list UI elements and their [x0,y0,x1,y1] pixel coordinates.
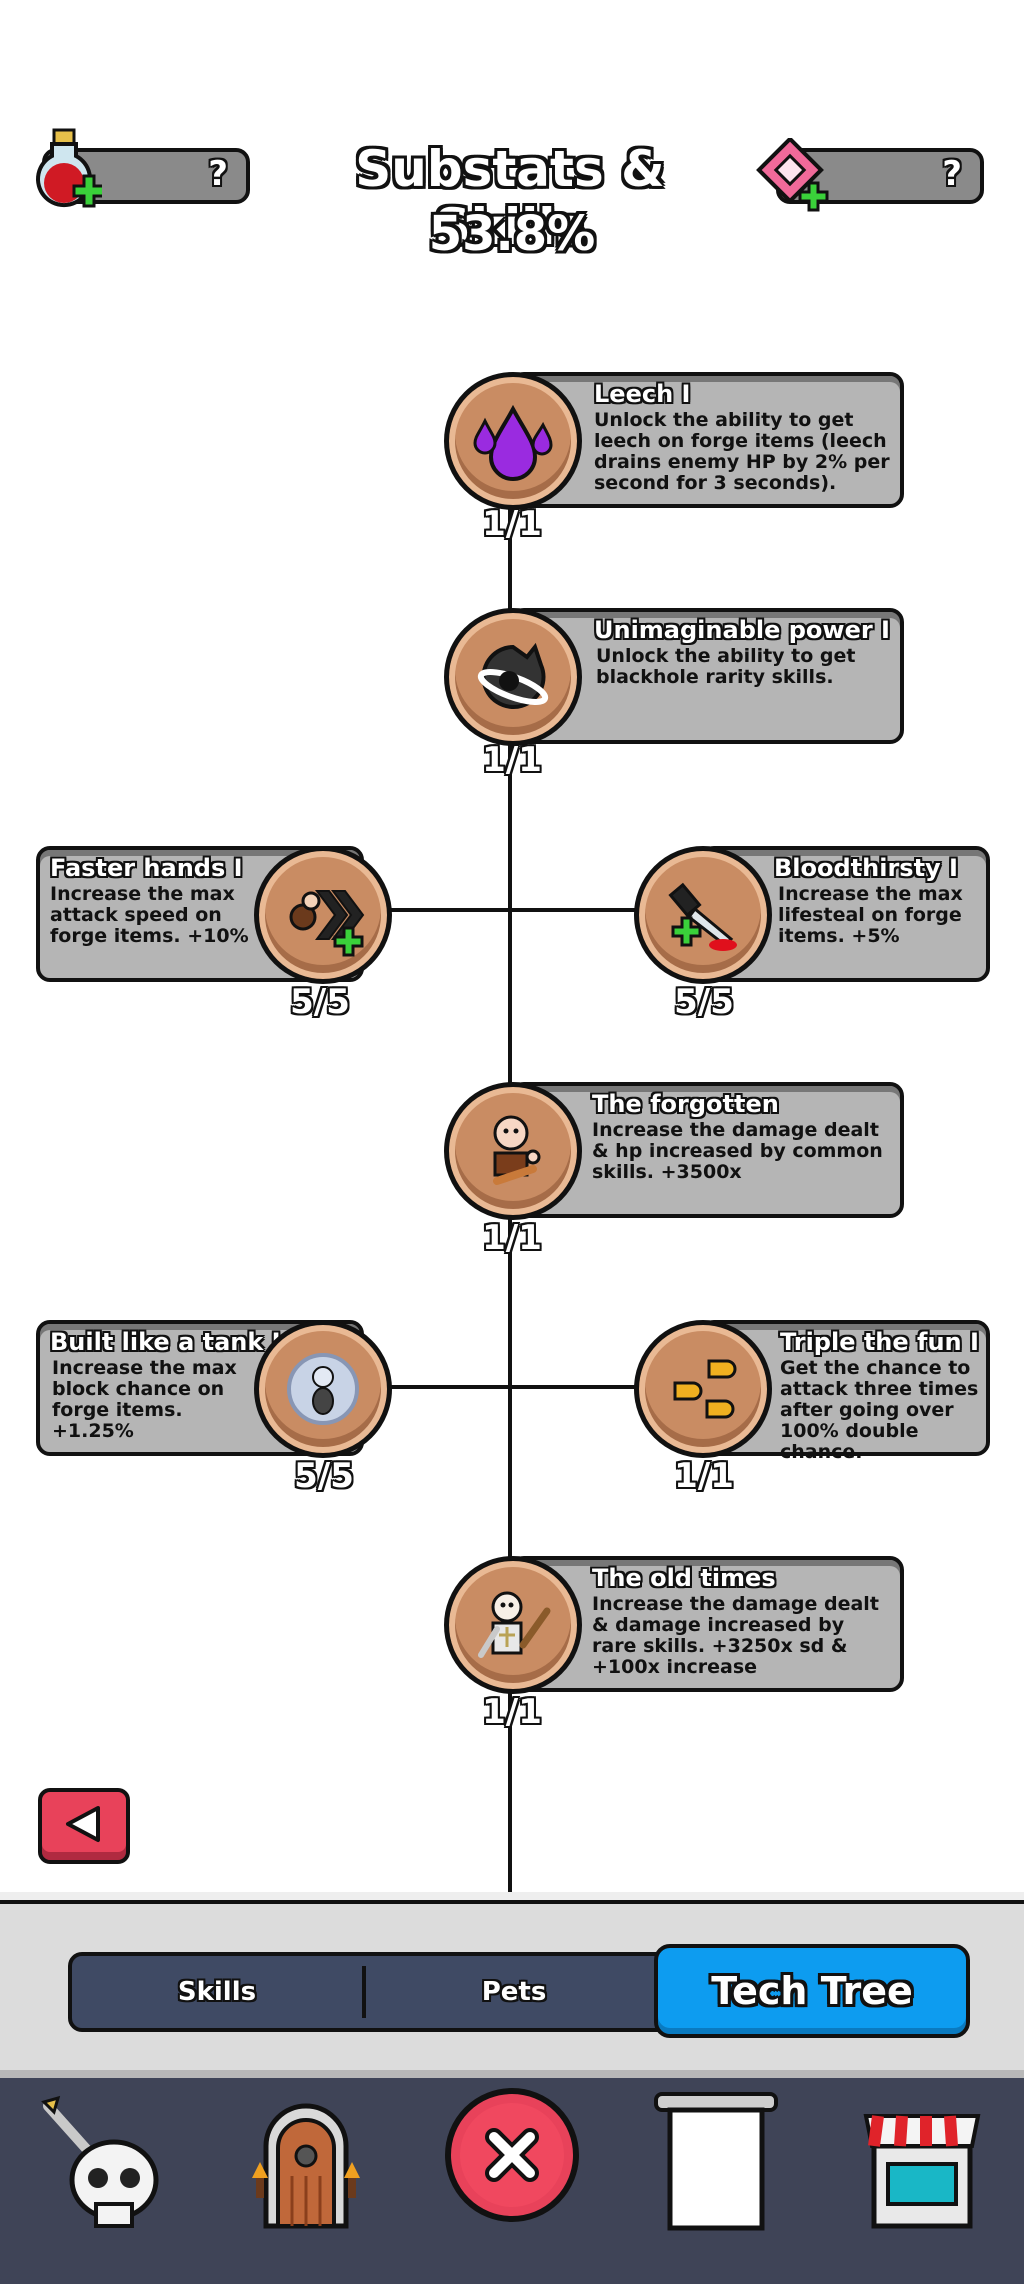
currency-left-value: ? [208,154,228,194]
progress-percent: 53.8% [428,206,596,262]
skill-card-unimaginable-power[interactable]: Unimaginable power I Unlock the ability … [510,608,904,744]
nav-close-button[interactable] [442,2080,582,2230]
skill-desc: Increase the max lifesteal on forge item… [778,883,963,947]
leech-drops-icon [473,404,553,481]
skill-node-the-forgotten[interactable] [444,1082,582,1220]
skill-desc: Get the chance to attack three times aft… [780,1357,979,1463]
skill-node-leech[interactable] [444,372,582,510]
back-button[interactable] [38,1788,130,1864]
skill-desc: Increase the max block chance on forge i… [52,1357,237,1442]
skill-node-faster-hands[interactable] [254,846,392,984]
skill-node-bloodthirsty[interactable] [634,846,772,984]
skill-desc: Unlock the ability to get blackhole rari… [596,645,856,688]
nav-scroll-banner[interactable] [646,2086,786,2236]
close-icon [445,2088,579,2222]
bullets-icon [673,1359,737,1419]
tab-tech-tree-label: Tech Tree [711,1969,913,2013]
skill-desc: Unlock the ability to get leech on forge… [594,409,890,494]
skill-count: 1/1 [482,1692,542,1732]
knight-gun-icon [478,1591,551,1658]
skill-count: 1/1 [674,1456,734,1496]
blackhole-icon [477,642,549,709]
skill-count: 1/1 [482,740,542,780]
skill-count: 5/5 [290,982,350,1022]
currency-right-value: ? [942,154,962,194]
skill-count: 1/1 [482,504,542,544]
skill-count: 1/1 [482,1218,542,1258]
skill-title: Built like a tank I [50,1328,281,1356]
caveman-icon [493,1115,541,1185]
bloody-knife-icon [668,882,737,951]
skill-title: The old times [592,1564,776,1592]
nav-skull-dagger[interactable] [34,2086,174,2236]
gem-icon [756,138,829,212]
skill-node-unimaginable-power[interactable] [444,608,582,746]
skill-count: 5/5 [294,1456,354,1496]
nav-dungeon-door[interactable] [236,2086,376,2236]
tab-tech-tree[interactable]: Tech Tree [654,1944,970,2038]
shield-bubble-icon [287,1353,359,1425]
nav-shop[interactable] [852,2086,992,2236]
speed-arrows-icon [289,890,365,957]
potion-icon [36,128,102,208]
tab-separator [362,1966,366,2018]
skill-title: Faster hands I [50,854,243,882]
skill-card-the-old-times[interactable]: The old times Increase the damage dealt … [510,1556,904,1692]
shop-icon [863,2114,981,2229]
skill-title: Bloodthirsty I [774,854,958,882]
tab-skills[interactable]: Skills [177,1977,257,2007]
triangle-left-icon [66,1806,100,1842]
panel-edge [0,1892,1024,1902]
tab-pets[interactable]: Pets [481,1977,547,2007]
page-title: Substats & Skills [355,140,665,256]
skill-count: 5/5 [674,982,734,1022]
skill-node-triple-the-fun[interactable] [634,1320,772,1458]
skill-node-built-like-a-tank[interactable] [254,1320,392,1458]
skill-node-the-old-times[interactable] [444,1556,582,1694]
dungeon-door-icon [252,2103,360,2229]
skill-desc: Increase the max attack speed on forge i… [50,883,249,947]
scroll-banner-icon [654,2092,778,2231]
skill-title: Triple the fun I [780,1328,979,1356]
skill-desc: Increase the damage dealt & damage incre… [592,1593,879,1678]
tree-branch-line-2 [384,1385,644,1389]
skull-dagger-icon [41,2095,159,2228]
skill-title: Unimaginable power I [594,616,890,644]
skill-desc: Increase the damage dealt & hp increased… [592,1119,883,1183]
tree-branch-line-1 [384,908,644,912]
skill-title: Leech I [594,380,691,408]
skill-title: The forgotten [592,1090,779,1118]
